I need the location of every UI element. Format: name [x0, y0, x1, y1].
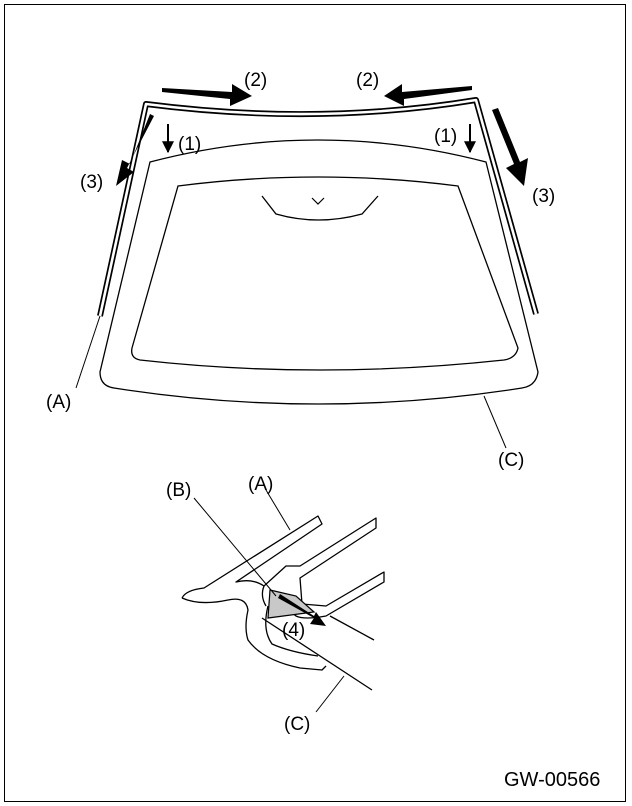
label-step1-right: (1): [434, 126, 457, 147]
figure-code: GW-00566: [504, 769, 600, 791]
leader-a-upper: [75, 315, 101, 389]
label-part-a-upper: (A): [46, 392, 71, 413]
leader-c-upper: [483, 395, 507, 449]
mirror-mount-notch: [311, 197, 325, 205]
label-step3-right: (3): [532, 186, 555, 207]
label-step2-left: (2): [244, 70, 267, 91]
label-step3-left: (3): [80, 172, 103, 193]
arrow-step4: [278, 594, 326, 626]
windshield-glass: [99, 139, 539, 405]
arrow-step2-right: [384, 84, 472, 106]
cross-section-detail: [181, 515, 385, 691]
label-part-c-upper: (C): [498, 450, 524, 471]
leader-a-lower: [265, 489, 291, 531]
label-step4: (4): [282, 620, 305, 641]
leader-b: [193, 497, 277, 597]
leader-c-lower: [315, 675, 345, 713]
label-part-c-lower: (C): [284, 714, 310, 735]
label-part-b: (B): [166, 480, 191, 501]
label-step1-left: (1): [178, 134, 201, 155]
arrow-step3-left: [116, 114, 154, 186]
mirror-mount: [261, 195, 379, 221]
molding-strip: [97, 97, 539, 317]
label-part-a-lower: (A): [248, 474, 273, 495]
arrow-step2-left: [162, 84, 252, 106]
label-step2-right: (2): [356, 70, 379, 91]
arrow-step3-right: [492, 108, 528, 186]
